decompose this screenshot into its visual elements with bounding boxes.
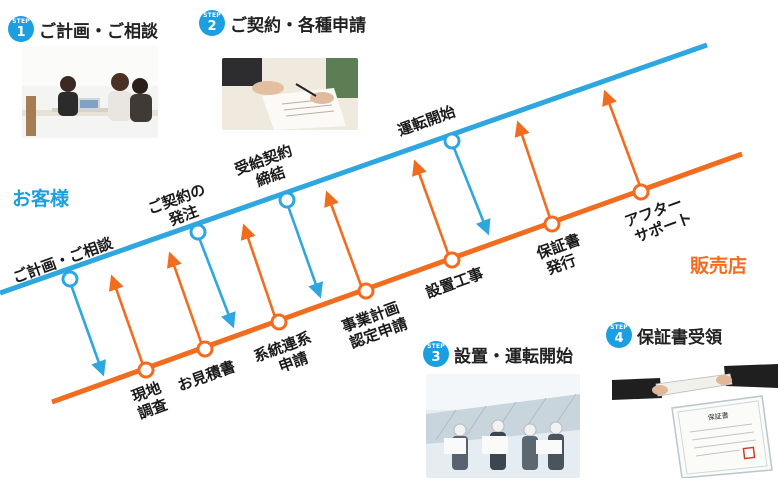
arrow-survey-up <box>108 274 145 366</box>
arrow-estimate-up <box>166 251 204 346</box>
customer-lane-label: お客様 <box>12 187 70 210</box>
customer-node <box>443 132 461 150</box>
dealer-timeline <box>51 151 743 405</box>
photo-contract-signing <box>222 58 358 130</box>
dealer-node <box>357 282 375 300</box>
node-label-order: ご契約の 発注 <box>145 179 219 235</box>
photo-warranty-handover: 保証書 <box>612 360 778 478</box>
arrow-order-to-estimate <box>196 234 236 329</box>
arrow-contract-to-grid <box>285 202 324 299</box>
step-2-header: STEP 2 ご契約・各種申請 <box>199 10 366 36</box>
step-3-header: STEP 3 設置・運転開始 <box>423 341 573 367</box>
step-4-badge: STEP 4 <box>606 322 632 348</box>
node-label-install: 設置工事 <box>423 264 486 301</box>
photo-installation-team <box>426 374 580 478</box>
step-2-badge: STEP 2 <box>199 10 225 36</box>
step-3-badge: STEP 3 <box>423 341 449 367</box>
dealer-node <box>196 340 214 358</box>
dealer-node <box>632 183 650 201</box>
step-1-header: STEP 1 ご計画・ご相談 <box>8 16 158 42</box>
arrow-grid-up <box>240 223 278 321</box>
node-label-warranty: 保証書 発行 <box>533 229 593 280</box>
arrow-plan-up <box>324 190 365 292</box>
arrow-consult-to-survey <box>68 281 106 377</box>
arrow-install-up <box>412 159 451 257</box>
dealer-node <box>137 361 155 379</box>
customer-node <box>278 191 296 209</box>
step-4-title: 保証書受領 <box>637 327 722 348</box>
node-label-grid: 系統連系 申請 <box>251 327 325 383</box>
step-4-header: STEP 4 保証書受領 <box>606 322 722 348</box>
dealer-node <box>270 313 288 331</box>
step-2-title: ご契約・各種申請 <box>230 15 366 36</box>
node-label-support: アフター サポート <box>622 192 696 248</box>
customer-node <box>189 223 207 241</box>
photo-consultation <box>22 46 158 138</box>
arrow-warranty-up <box>514 120 553 222</box>
step-1-title: ご計画・ご相談 <box>39 21 158 42</box>
dealer-node <box>443 251 461 269</box>
customer-node <box>61 270 79 288</box>
arrow-support-up <box>602 89 642 187</box>
node-label-survey: 現地 調査 <box>129 377 174 423</box>
node-label-estimate: お見積書 <box>175 357 238 394</box>
arrow-start-to-install <box>450 142 491 236</box>
dealer-node <box>543 215 561 233</box>
node-label-plan: 事業計画 認定申請 <box>339 297 413 353</box>
step-3-title: 設置・運転開始 <box>454 346 573 367</box>
warranty-document-title: 保証書 <box>707 410 729 421</box>
step-1-badge: STEP 1 <box>8 16 34 42</box>
dealer-lane-label: 販売店 <box>690 254 747 277</box>
customer-timeline <box>0 42 708 296</box>
